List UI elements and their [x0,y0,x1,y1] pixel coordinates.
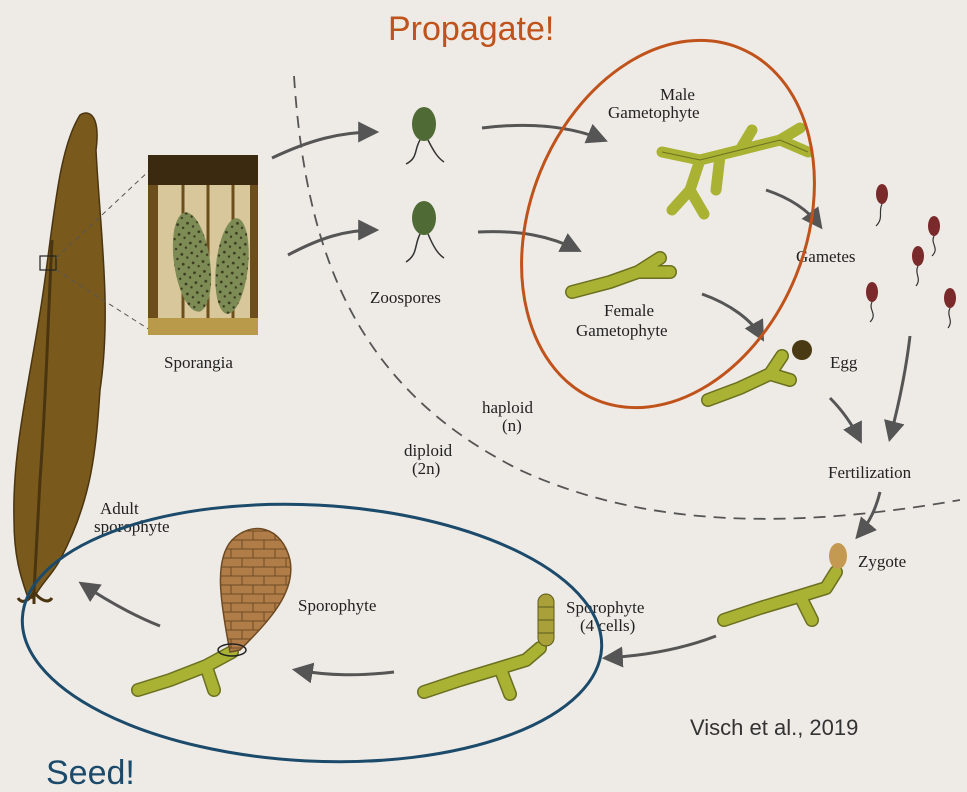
arrow-to-female [478,232,578,250]
label-egg: Egg [830,353,858,372]
label-male-line1: Male [660,85,695,104]
label-sporophyte-4-line1: Sporophyte [566,598,644,617]
arrow-to-sporophyte [296,670,394,675]
female-gametophyte [572,258,670,292]
arrow-to-4cell [606,636,716,658]
label-fertilization: Fertilization [828,463,912,482]
label-zygote: Zygote [858,552,906,571]
label-haploid-line1: haploid [482,398,533,417]
label-adult-line1: Adult [100,499,139,518]
male-gametophyte [662,128,808,214]
label-sporangia: Sporangia [164,353,233,372]
headline-propagate: Propagate! [388,10,554,48]
arrow-gametes-to-fertilization [890,336,910,438]
zygote [724,543,847,620]
label-female-line2: Gametophyte [576,321,668,340]
label-haploid-line2: (n) [502,416,522,435]
egg-gametophyte [708,340,812,400]
label-diploid-line1: diploid [404,441,453,460]
propagate-highlight-ellipse [469,0,867,452]
arrow-to-zoospore-top [272,132,375,158]
label-zoospores: Zoospores [370,288,441,307]
gametes [866,184,956,328]
arrow-egg-to-fertilization [830,398,860,440]
young-sporophyte [138,529,291,690]
headline-seed: Seed! [46,754,135,792]
adult-kelp [14,113,105,604]
sporophyte-4-cells [424,594,554,694]
zoospore-bottom [406,201,444,262]
citation-credit: Visch et al., 2019 [690,715,858,740]
label-sporophyte: Sporophyte [298,596,376,615]
arrow-to-zoospore-bottom [288,230,375,255]
arrow-to-egg [702,294,762,338]
label-female-line1: Female [604,301,654,320]
sporangia-illustration [148,155,258,335]
label-diploid-line2: (2n) [412,459,440,478]
label-male-line2: Gametophyte [608,103,700,122]
arrow-to-adult [82,584,160,626]
zoospore-top [406,107,444,164]
arrow-to-male [482,125,604,140]
label-sporophyte-4-line2: (4 cells) [580,616,635,635]
